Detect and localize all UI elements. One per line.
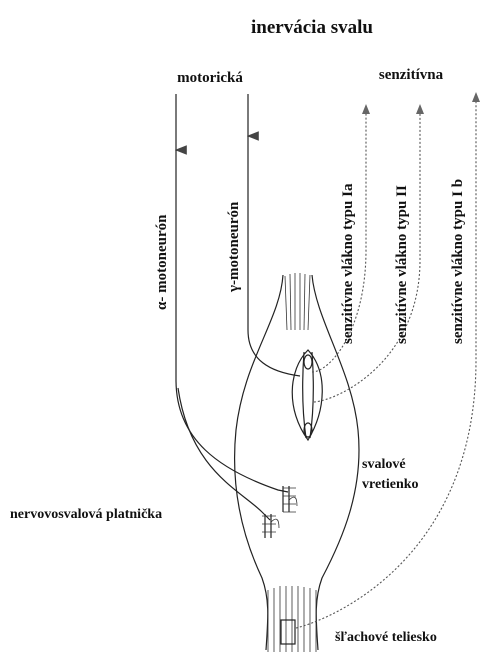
spindle-label-line1: svalové xyxy=(362,457,406,472)
muscle-fibers-bottom xyxy=(268,586,316,652)
alpha-motoneuron-label: α- motoneurón xyxy=(154,214,170,310)
sensory-fiber-ib xyxy=(296,92,480,628)
motor-group-label: motorická xyxy=(177,70,243,86)
spindle-label-line2: vretienko xyxy=(362,477,419,492)
muscle-fibers-top xyxy=(285,273,310,330)
gamma-motoneuron-fiber xyxy=(248,94,300,376)
fiber-ia-label: senzitívne vlákno typu Ia xyxy=(340,183,356,344)
muscle-spindle xyxy=(292,350,322,440)
motor-endplates xyxy=(262,486,297,538)
tendon-organ-label: šľachové teliesko xyxy=(335,630,437,645)
fiber-ii-label: senzitívne vlákno typu II xyxy=(394,185,410,344)
fiber-ib-label: senzitívne vlákno typu I b xyxy=(450,179,466,344)
sensory-group-label: senzitívna xyxy=(379,67,444,83)
gamma-motoneuron-label: γ-motoneurón xyxy=(226,201,242,293)
endplate-label: nervovosvalová platnička xyxy=(10,507,162,522)
diagram-title: inervácia svalu xyxy=(251,17,373,38)
alpha-motoneuron-fiber xyxy=(176,94,288,520)
tendon-organ-shape xyxy=(281,620,295,644)
